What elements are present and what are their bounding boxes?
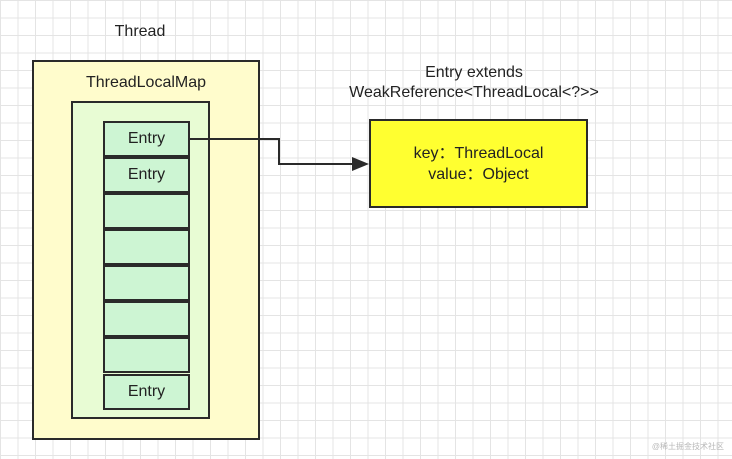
map-slot-empty [103,337,190,373]
map-slot-entry: Entry [103,374,190,410]
arrow-connector-line [190,138,356,165]
thread-label: Thread [114,23,166,40]
entry-class-box: key：ThreadLocal value：Object [369,119,588,208]
arrowhead-icon [352,157,369,171]
map-slot-entry: Entry [103,121,190,157]
entry-key-field: key：ThreadLocal [413,144,544,162]
map-slot-empty [103,193,190,229]
entry-class-heading-line1: Entry extends [425,64,523,81]
map-slot-empty [103,265,190,301]
map-slot-empty [103,229,190,265]
watermark: @稀土掘金技术社区 [651,442,724,451]
map-slot-entry: Entry [103,157,190,193]
entry-value-field: value：Object [428,165,529,183]
thread-local-map-label: ThreadLocalMap [85,74,207,91]
entry-class-heading-line2: WeakReference<ThreadLocal<?>> [349,84,599,101]
map-slot-empty [103,301,190,337]
